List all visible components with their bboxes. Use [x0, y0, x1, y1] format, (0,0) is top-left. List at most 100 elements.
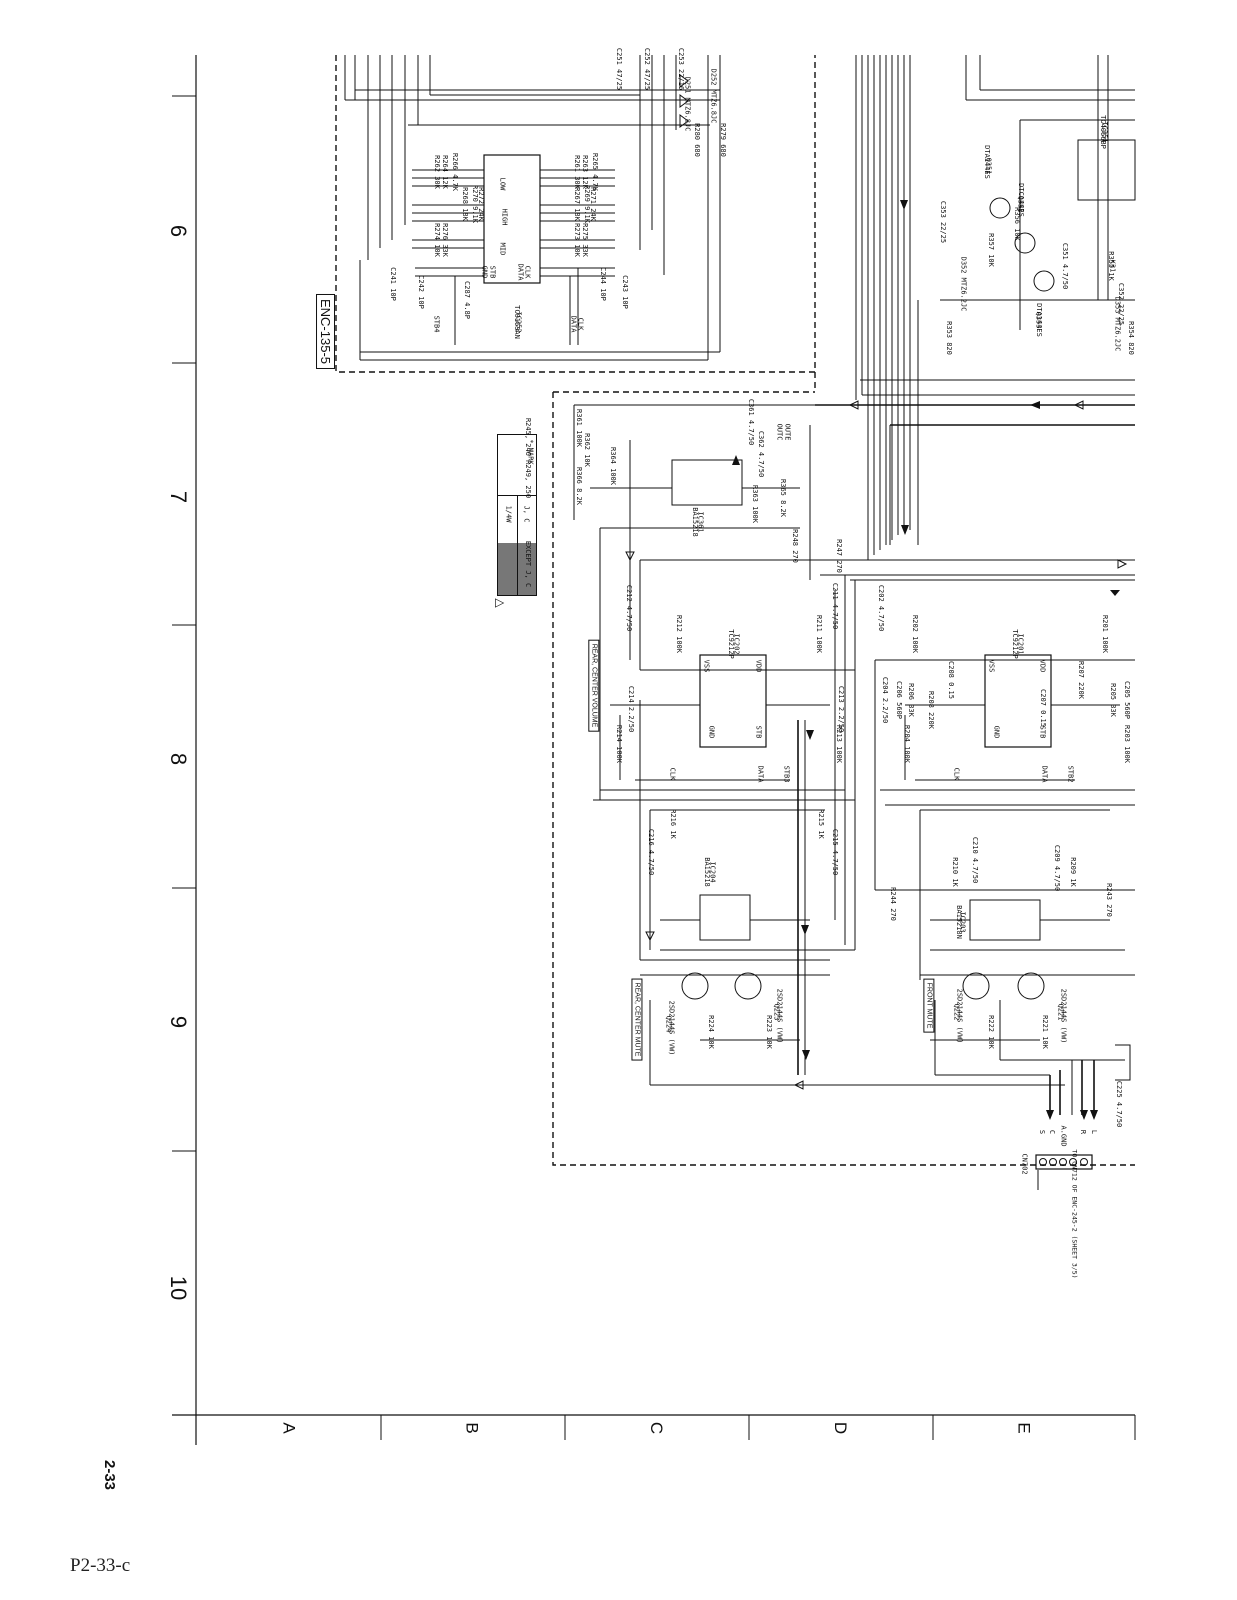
ic201-pin-vss: VSS [987, 659, 996, 673]
part-label: C202 4.7/50 [877, 584, 886, 632]
ic202-pin-vss: VSS [702, 659, 711, 673]
signal-clk-enc: CLK [576, 317, 585, 331]
ic252-pin-clk: CLK [523, 265, 532, 279]
part-label: C216 4.7/50 [647, 828, 656, 876]
part-label: R212 100K [674, 615, 683, 653]
ic202-pin-stb: STB [754, 725, 763, 739]
part-label: C210 4.7/50 [971, 836, 980, 884]
enc-board-label: ENC-135-5 [316, 293, 336, 370]
part-label: R280 680 [692, 123, 701, 157]
r266-label: R266 4.7K [450, 153, 459, 191]
part-label: C208 0.15 [946, 661, 955, 699]
part-label: R206 33K [906, 683, 915, 717]
part-label: C242 10P [416, 275, 425, 309]
page-footer: P2-33-c [70, 1555, 131, 1576]
part-label: C287 4.8P [462, 281, 471, 319]
part-label: R209 1K [1068, 857, 1077, 887]
r268-label: R268 18K [460, 187, 469, 221]
part-label: R216 1K [668, 809, 677, 839]
part-label: R207 220K [1076, 661, 1085, 699]
mark-col-except: EXCEPT J, C [524, 540, 533, 588]
r274-label: R274 10K [432, 223, 441, 257]
part-label: C209 4.7/50 [1053, 844, 1062, 892]
part-label: R221 10K [1040, 1015, 1049, 1049]
part-label: D352 MTZ6.2JC [959, 256, 968, 312]
ic252-pin-high: HIGH [500, 208, 509, 226]
part-label: R353 820 [944, 321, 953, 355]
part-label: R222 10K [986, 1015, 995, 1049]
part-label: R224 10K [706, 1015, 715, 1049]
row-label-7: 7 [166, 490, 192, 504]
q353-part: DTA144ES [1034, 303, 1043, 337]
ic203-part: BA15218N [954, 905, 963, 939]
col-label-c: C [647, 1421, 667, 1435]
ic252-pin-gnd: GND [480, 265, 489, 279]
cn-pin-l: L [1090, 1129, 1099, 1135]
part-label: R363 100K [750, 485, 759, 523]
ic202-pin-gnd: GND [707, 725, 716, 739]
ic201-pin-gnd: GND [992, 725, 1001, 739]
part-label: R365 8.2K [778, 479, 787, 517]
part-label: R203 100K [1122, 725, 1131, 763]
part-label: R364 100K [608, 447, 617, 485]
front-mute-label: FRONT MUTE [923, 978, 935, 1033]
part-label: C252 47/25 [643, 47, 652, 91]
ic361-part: BA15218 [690, 507, 699, 537]
r272-label: R272 24K [476, 187, 485, 221]
signal-clk-ic201: CLK [952, 767, 961, 781]
part-label: C351 4.7/50 [1061, 242, 1070, 290]
cn-pin-r: R [1079, 1129, 1088, 1135]
r262-label: R262 30K [432, 155, 441, 189]
part-label: K31 [1108, 259, 1117, 273]
part-label: D251 MTZ6.8JC [683, 76, 692, 132]
part-label: R243 270 [1104, 883, 1113, 917]
ic252-pin-mid: MID [498, 242, 507, 256]
part-label: R213 100K [834, 725, 843, 763]
r276-label: R276 33K [440, 223, 449, 257]
part-label: C244 10P [598, 267, 607, 301]
signal-clk-ic202: CLK [668, 767, 677, 781]
r261-label: R261 30K [572, 155, 581, 189]
mark-table [497, 434, 537, 596]
ic202-part: TC9212P [726, 629, 735, 659]
to-cn712-label: TO CN712 OF ENC-245-2 (SHEET 3/5) [1070, 1149, 1079, 1279]
part-label: R210 1K [950, 857, 959, 887]
ic351-part: TC4066BP [1098, 115, 1107, 149]
signal-stb4: STB4 [432, 315, 441, 333]
row-label-8: 8 [166, 752, 192, 766]
ic204-part: BA15218 [702, 857, 711, 887]
part-label: R208 220K [926, 691, 935, 729]
part-label: C205 560P [1122, 681, 1131, 719]
part-label: R202 100K [910, 615, 919, 653]
part-label: C211 4.7/50 [831, 582, 840, 630]
ic202-pin-vdd: VDD [754, 659, 763, 673]
signal-outc: OUTC [775, 423, 784, 441]
part-label: C207 0.15 [1038, 689, 1047, 727]
mark-val: 1/4W [504, 505, 513, 523]
ic252-part: TC9163AN [512, 305, 521, 339]
q221-part: 2SD2144S (VW) [1059, 988, 1068, 1044]
rear-center-volume-label: REAR, CENTER VOLUME [588, 639, 600, 732]
part-label: C214 2.2/50 [627, 685, 636, 733]
part-label: C204 2.2/50 [881, 676, 890, 724]
part-label: C243 10P [620, 275, 629, 309]
rear-center-mute-label: REAR, CENTER MUTE [631, 978, 643, 1061]
ic201-pin-vdd: VDD [1038, 659, 1047, 673]
cn-pin-c: C [1048, 1129, 1057, 1135]
col-label-d: D [831, 1421, 851, 1435]
col-label-a: A [279, 1422, 299, 1434]
row-label-10: 10 [166, 1275, 192, 1301]
part-label: C206 560P [894, 681, 903, 719]
part-label: C352 22/25 [1117, 282, 1126, 326]
part-label: R201 100K [1100, 615, 1109, 653]
row-label-9: 9 [166, 1015, 192, 1029]
part-label: R248 270 [790, 529, 799, 563]
part-label: C225 4.7/50 [1115, 1080, 1124, 1128]
part-label: R215 1K [816, 809, 825, 839]
part-label: C241 10P [388, 267, 397, 301]
r265-label: R265 4.7K [590, 153, 599, 191]
part-label: D252 MTZ6.8JC [709, 68, 718, 124]
part-label: R366 8.2K [574, 467, 583, 505]
part-label: C215 4.7/50 [831, 828, 840, 876]
